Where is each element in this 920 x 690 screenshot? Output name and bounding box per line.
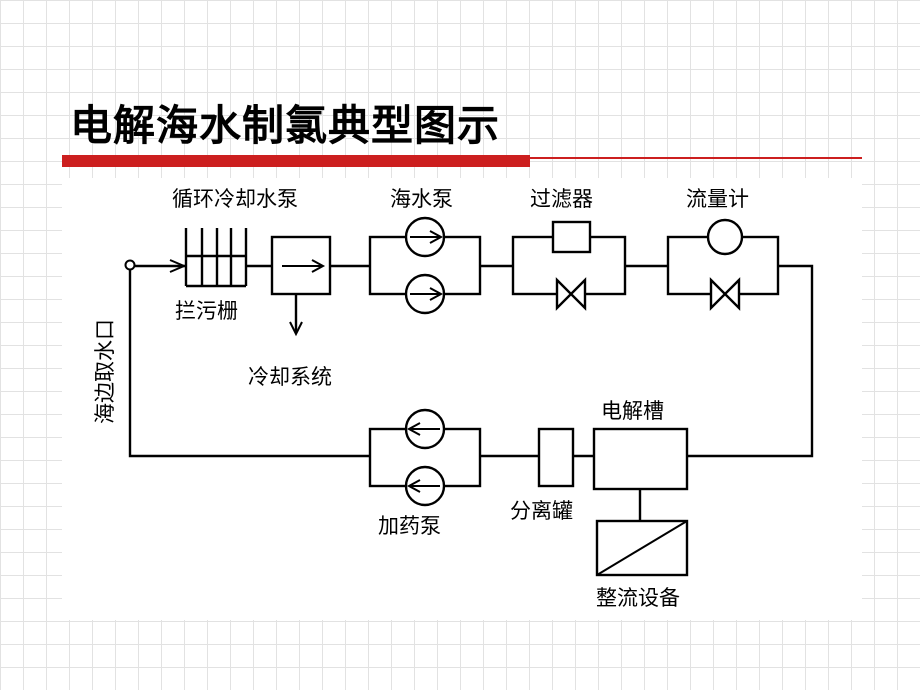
pump-arrow-icon — [282, 259, 326, 273]
title-accent-bar — [62, 155, 530, 167]
valve-bowtie-icon — [555, 277, 587, 311]
intake-node-icon — [124, 259, 136, 271]
inlet-arrow-icon — [169, 259, 187, 273]
pump-circle-arrow-icon — [404, 273, 446, 315]
cooling-branch-arrow-icon — [289, 321, 303, 337]
label-cooling-system: 冷却系统 — [248, 365, 332, 389]
strainer-element-icon — [551, 220, 592, 254]
label-screen: 拦污栅 — [175, 299, 238, 323]
right-return-line — [687, 264, 814, 458]
separator-box — [537, 427, 575, 488]
pump-circle-arrow-icon — [404, 216, 446, 258]
label-separator: 分离罐 — [510, 499, 573, 523]
label-electrolyzer: 电解槽 — [601, 399, 664, 423]
slide-title: 电解海水制氯典型图示 — [70, 101, 501, 150]
process-flow-svg: 循环冷却水泵 海水泵 过滤器 流量计 拦污栅 冷却系统 海边取水口 电解槽 加药… — [93, 187, 814, 610]
flowmeter-circle-icon — [706, 218, 744, 256]
rectifier-diagonal-icon — [596, 520, 688, 576]
label-intake: 海边取水口 — [93, 319, 117, 424]
process-diagram: 循环冷却水泵 海水泵 过滤器 流量计 拦污栅 冷却系统 海边取水口 电解槽 加药… — [62, 178, 862, 620]
valve-bowtie-icon — [709, 277, 741, 311]
label-filter: 过滤器 — [530, 187, 593, 211]
pump-circle-arrow-icon — [404, 465, 446, 507]
title-underline — [530, 157, 862, 159]
pump-circle-arrow-icon — [404, 408, 446, 450]
label-dosing-pump: 加药泵 — [378, 514, 441, 538]
screen-bars-icon — [184, 228, 248, 288]
label-seawater-pump: 海水泵 — [390, 187, 453, 211]
label-rectifier: 整流设备 — [596, 586, 680, 610]
label-flowmeter: 流量计 — [686, 187, 749, 211]
label-circulating-pump: 循环冷却水泵 — [172, 187, 298, 211]
dosing-to-intake-line — [128, 270, 370, 458]
electrolyzer-box — [592, 427, 689, 491]
